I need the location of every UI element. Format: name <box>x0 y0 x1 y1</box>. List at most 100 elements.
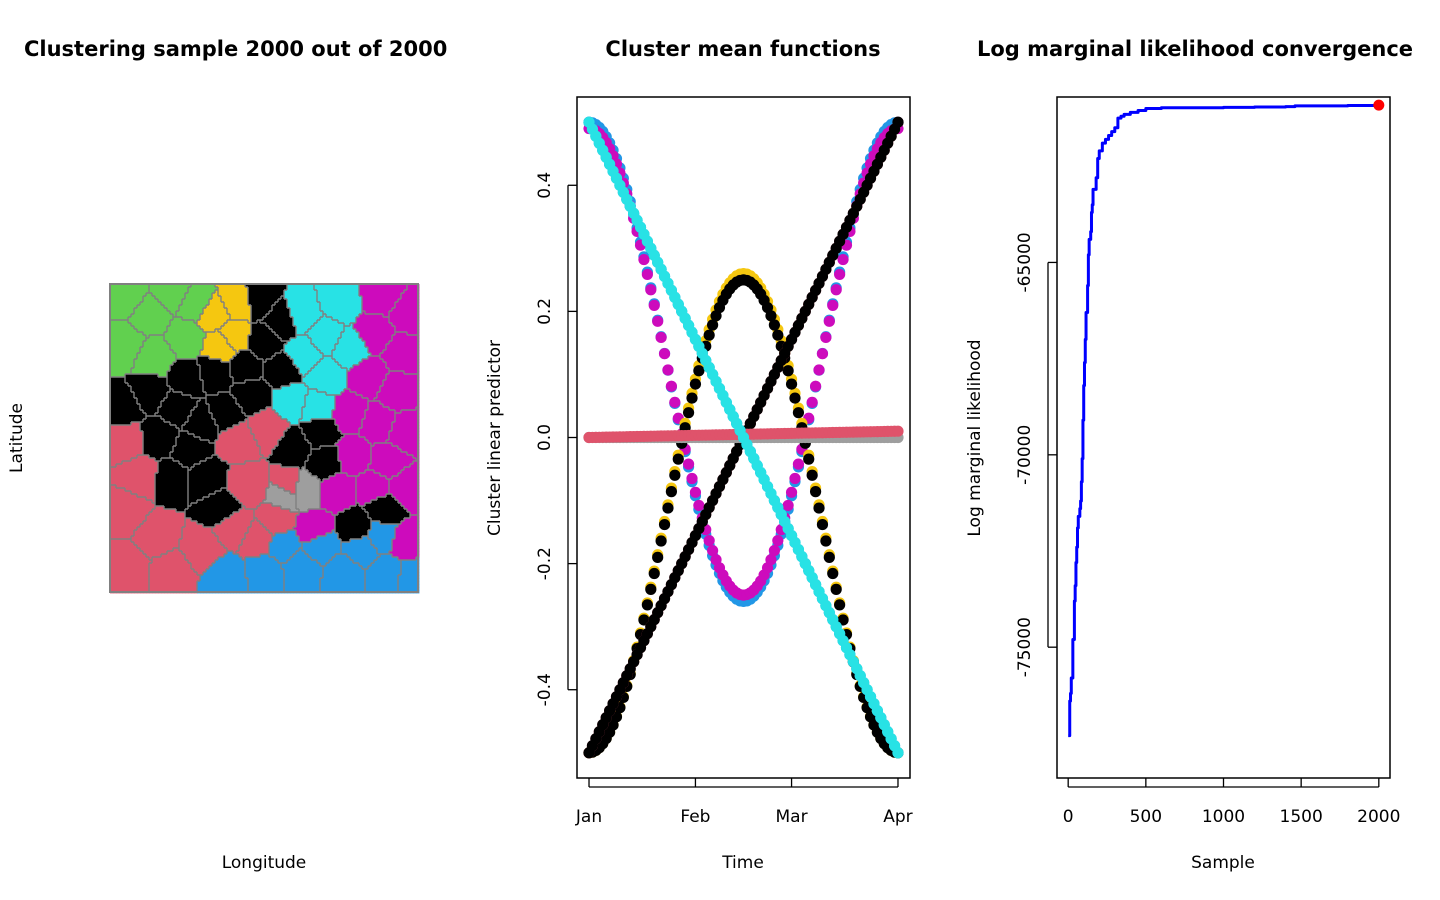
map-cell <box>242 383 246 387</box>
map-cell <box>245 404 249 408</box>
map-cell <box>248 302 252 306</box>
map-cell <box>371 338 375 342</box>
map-cell <box>194 425 198 429</box>
map-cell <box>230 356 234 360</box>
map-cell <box>263 347 267 351</box>
map-cell <box>329 287 333 291</box>
map-cell <box>215 356 219 360</box>
map-cell <box>206 293 210 297</box>
map-cell <box>260 359 264 363</box>
map-cell <box>239 386 243 390</box>
map-cell <box>371 320 375 324</box>
map-cell <box>155 347 159 351</box>
map-cell <box>140 341 144 345</box>
map-cell <box>254 416 258 420</box>
map-cell <box>164 365 168 369</box>
map-cell <box>317 416 321 420</box>
map-cell <box>329 383 333 387</box>
map-cell <box>287 422 291 426</box>
map-cell <box>368 341 372 345</box>
map-cell <box>281 389 285 393</box>
map-cell <box>365 317 369 321</box>
map-cell <box>125 314 129 318</box>
map-cell <box>281 392 285 396</box>
map-cell <box>110 398 114 402</box>
map-cell <box>269 323 273 327</box>
map-cell <box>134 422 138 426</box>
map-cell <box>230 332 234 336</box>
map-cell <box>137 422 141 426</box>
map-cell <box>203 350 207 354</box>
map-cell <box>137 362 141 366</box>
map-cell <box>395 284 399 288</box>
map-cell <box>278 341 282 345</box>
map-cell <box>290 347 294 351</box>
map-cell <box>350 320 354 324</box>
map-cell <box>164 287 168 291</box>
map-cell <box>182 386 186 390</box>
map-cell <box>161 308 165 312</box>
map-cell <box>284 422 288 426</box>
map-cell <box>209 308 213 312</box>
map-cell <box>176 287 180 291</box>
map-cell <box>164 422 168 426</box>
map-cell <box>359 323 363 327</box>
map-cell <box>341 344 345 348</box>
map-cell <box>389 341 393 345</box>
map-cell <box>392 395 396 399</box>
map-cell <box>293 284 297 288</box>
map-cell <box>206 287 210 291</box>
map-cell <box>170 401 174 405</box>
map-cell <box>248 428 252 432</box>
map-cell <box>134 407 138 411</box>
map-cell <box>209 365 213 369</box>
map-cell <box>368 326 372 330</box>
map-cell <box>320 371 324 375</box>
map-cell <box>284 350 288 354</box>
map-cell <box>113 326 117 330</box>
map-cell <box>401 386 405 390</box>
map-cell <box>365 371 369 375</box>
map-cell <box>332 302 336 306</box>
map-cell <box>362 389 366 393</box>
map-cell <box>323 383 327 387</box>
map-cell <box>245 380 249 384</box>
map-cell <box>185 299 189 303</box>
map-cell <box>329 380 333 384</box>
map-cell <box>353 341 357 345</box>
map-cell <box>200 350 204 354</box>
map-cell <box>311 389 315 393</box>
map-cell <box>314 368 318 372</box>
map-cell <box>233 428 237 432</box>
map-cell <box>128 407 132 411</box>
map-cell <box>395 326 399 330</box>
map-cell <box>170 392 174 396</box>
map-cell <box>230 338 234 342</box>
map-cell <box>230 353 234 357</box>
map-cell <box>116 284 120 288</box>
map-cell <box>143 335 147 339</box>
map-cell <box>329 386 333 390</box>
map-cell <box>185 422 189 426</box>
map-cell <box>272 416 276 420</box>
map-cell <box>311 314 315 318</box>
map-cell <box>143 326 147 330</box>
map-cell <box>335 389 339 393</box>
map-cell <box>383 392 387 396</box>
map-cell <box>245 338 249 342</box>
map-cell <box>374 335 378 339</box>
map-cell <box>257 290 261 294</box>
map-cell <box>305 401 309 405</box>
map-cell <box>260 329 264 333</box>
map-cell <box>383 314 387 318</box>
map-cell <box>215 413 219 417</box>
map-cell <box>365 368 369 372</box>
map-cell <box>230 284 234 288</box>
map-cell <box>119 356 123 360</box>
map-cell <box>362 311 366 315</box>
map-cell <box>293 308 297 312</box>
map-cell <box>290 338 294 342</box>
map-cell <box>374 344 378 348</box>
map-cell <box>191 287 195 291</box>
map-cell <box>341 287 345 291</box>
